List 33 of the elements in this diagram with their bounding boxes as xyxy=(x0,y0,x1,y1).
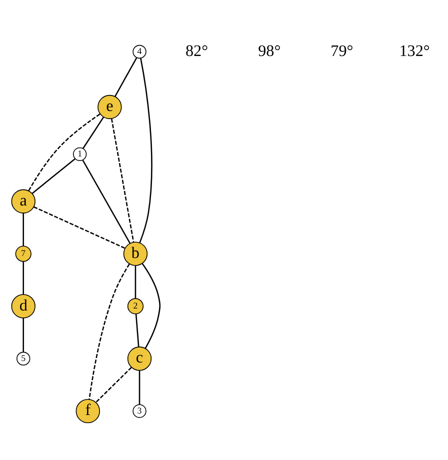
connector xyxy=(142,263,161,349)
connector xyxy=(22,318,24,352)
node-circle: b xyxy=(123,242,148,266)
connector xyxy=(82,160,130,244)
node-circle: c xyxy=(127,346,152,371)
node-circle: 1 xyxy=(72,147,87,162)
node-circle: d xyxy=(11,294,36,318)
node-circle: 4 xyxy=(132,44,146,59)
connector xyxy=(33,206,126,249)
connector xyxy=(32,158,76,194)
connector xyxy=(135,314,140,347)
connector xyxy=(110,118,134,242)
label: 98° xyxy=(258,42,281,60)
node-circle: 3 xyxy=(132,404,146,418)
node-circle: 5 xyxy=(16,352,30,366)
connector xyxy=(88,264,130,400)
connector xyxy=(28,114,100,192)
label: 79° xyxy=(330,42,354,60)
node-circle: 7 xyxy=(15,246,32,262)
connector xyxy=(22,213,24,246)
connector xyxy=(22,262,24,294)
connector xyxy=(134,266,136,298)
label: 82° xyxy=(185,42,208,60)
connector xyxy=(138,370,140,405)
node-circle: f xyxy=(76,398,100,424)
connector xyxy=(96,366,132,403)
node-circle: 2 xyxy=(127,298,144,314)
label: 132° xyxy=(399,42,430,60)
connector xyxy=(114,58,138,97)
connector xyxy=(139,58,152,243)
node-circle: a xyxy=(11,189,36,214)
node-circle: e xyxy=(98,94,122,120)
connector xyxy=(82,116,104,149)
